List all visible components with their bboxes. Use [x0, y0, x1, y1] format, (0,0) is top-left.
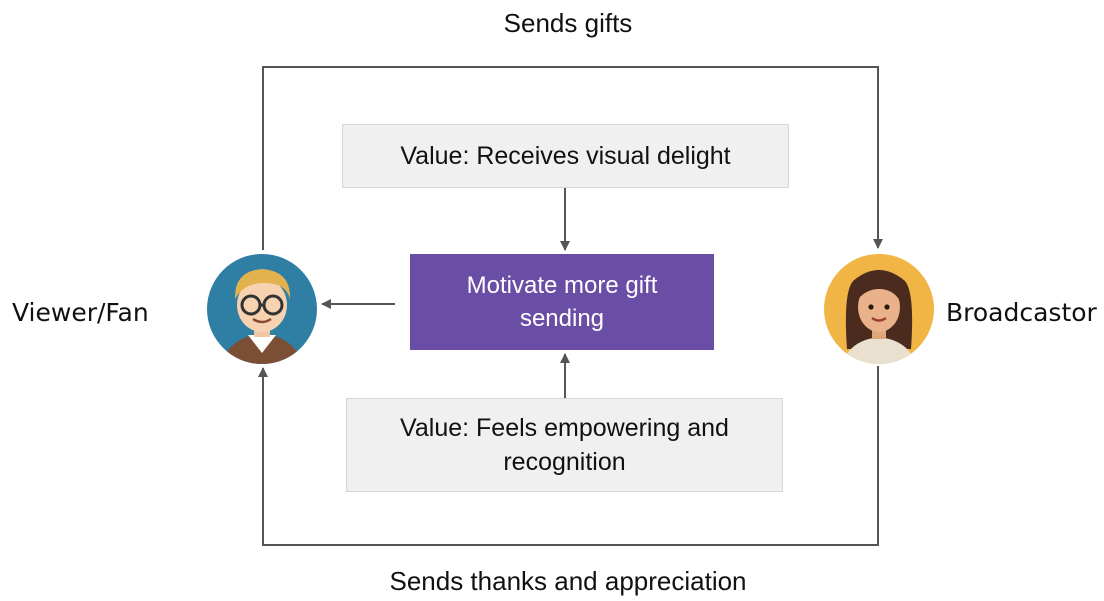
motivate-gift-sending-text: Motivate more gift sending — [466, 272, 658, 332]
value-empowering-box: Value: Feels empowering and recognition — [346, 398, 783, 492]
gift-flow-line — [262, 66, 883, 250]
motivate-gift-sending-box: Motivate more gift sending — [410, 254, 714, 350]
sends-gifts-label: Sends gifts — [503, 8, 633, 38]
thanks-flow-line — [258, 366, 879, 546]
broadcaster-label: Broadcastor — [946, 298, 1097, 327]
viewer-label: Viewer/Fan — [12, 298, 149, 327]
value-empowering-text: Value: Feels empowering and recognition — [400, 414, 729, 476]
male-avatar-with-glasses-icon — [207, 254, 317, 364]
value-visual-delight-text: Value: Receives visual delight — [400, 142, 731, 170]
value-visual-delight-box: Value: Receives visual delight — [342, 124, 789, 188]
female-avatar-icon — [824, 254, 934, 364]
sends-thanks-label: Sends thanks and appreciation — [389, 566, 747, 596]
